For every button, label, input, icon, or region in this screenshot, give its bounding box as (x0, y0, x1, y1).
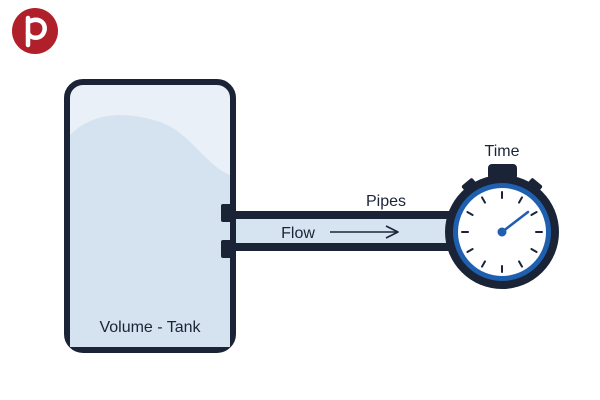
pipe-icon (221, 204, 459, 258)
pipes-label: Pipes (366, 193, 406, 210)
stopwatch-icon (445, 164, 559, 289)
flow-label: Flow (281, 225, 315, 242)
time-label: Time (485, 143, 520, 160)
arrow-right-icon (330, 225, 399, 239)
logo-p-icon (12, 8, 58, 54)
tank-label: Volume - Tank (99, 319, 201, 336)
tank-icon (64, 79, 236, 353)
